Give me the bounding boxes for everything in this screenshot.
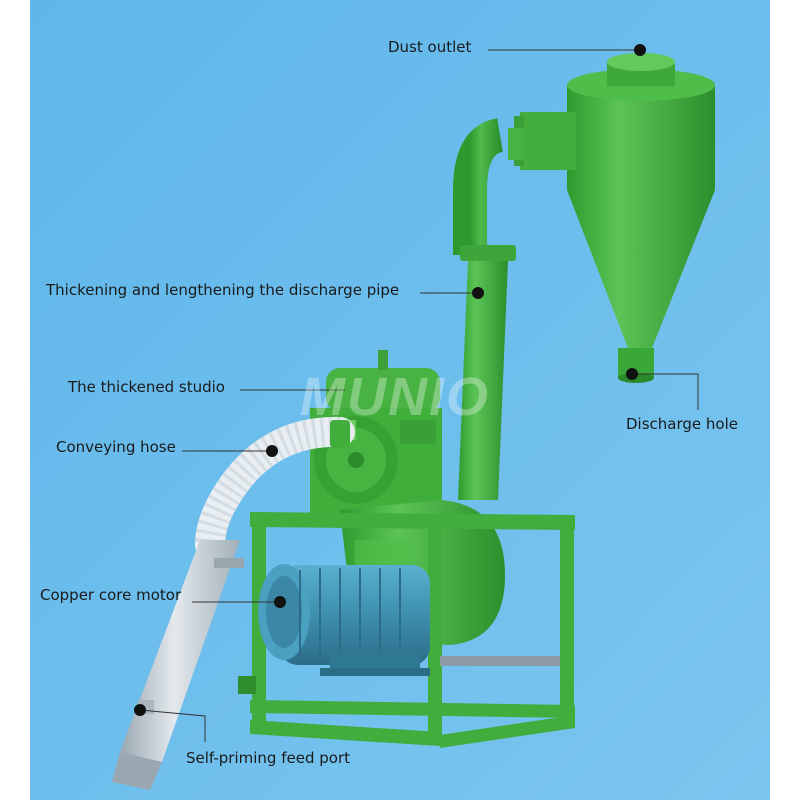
- label-discharge-pipe: Thickening and lengthening the discharge…: [46, 281, 400, 299]
- label-feed-port: Self-priming feed port: [186, 749, 350, 767]
- self-priming-feed-tube: [112, 540, 244, 790]
- label-discharge-hole: Discharge hole: [626, 415, 738, 433]
- callout-dots: [134, 44, 646, 716]
- label-conveying-hose: Conveying hose: [56, 438, 176, 456]
- label-copper-core-motor: Copper core motor: [40, 586, 182, 604]
- copper-core-motor: [258, 564, 560, 676]
- label-dust-outlet: Dust outlet: [388, 38, 472, 56]
- brand-watermark: MUNIO: [300, 367, 490, 427]
- label-thickened-studio: The thickened studio: [68, 378, 225, 396]
- discharge-pipe: [453, 118, 524, 500]
- right-margin: [770, 0, 800, 800]
- left-margin: [0, 0, 30, 800]
- callout-lines: [139, 49, 699, 742]
- steel-frame: [238, 512, 575, 748]
